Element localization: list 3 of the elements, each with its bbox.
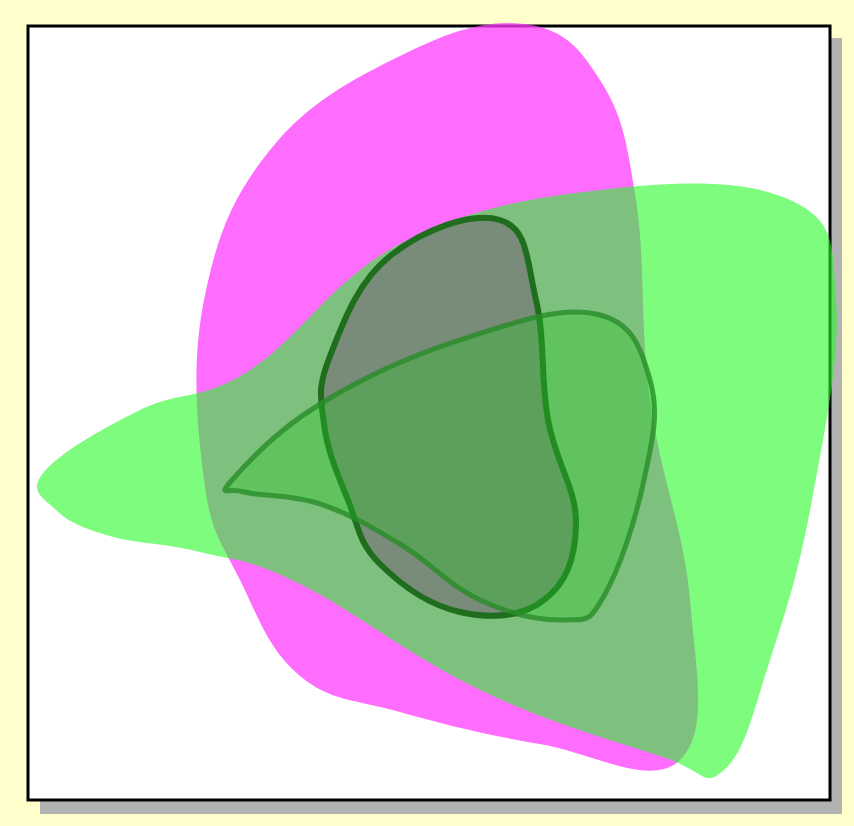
blob-shape [37, 183, 837, 779]
blob-shape [222, 309, 658, 623]
blob-shape [317, 214, 579, 619]
